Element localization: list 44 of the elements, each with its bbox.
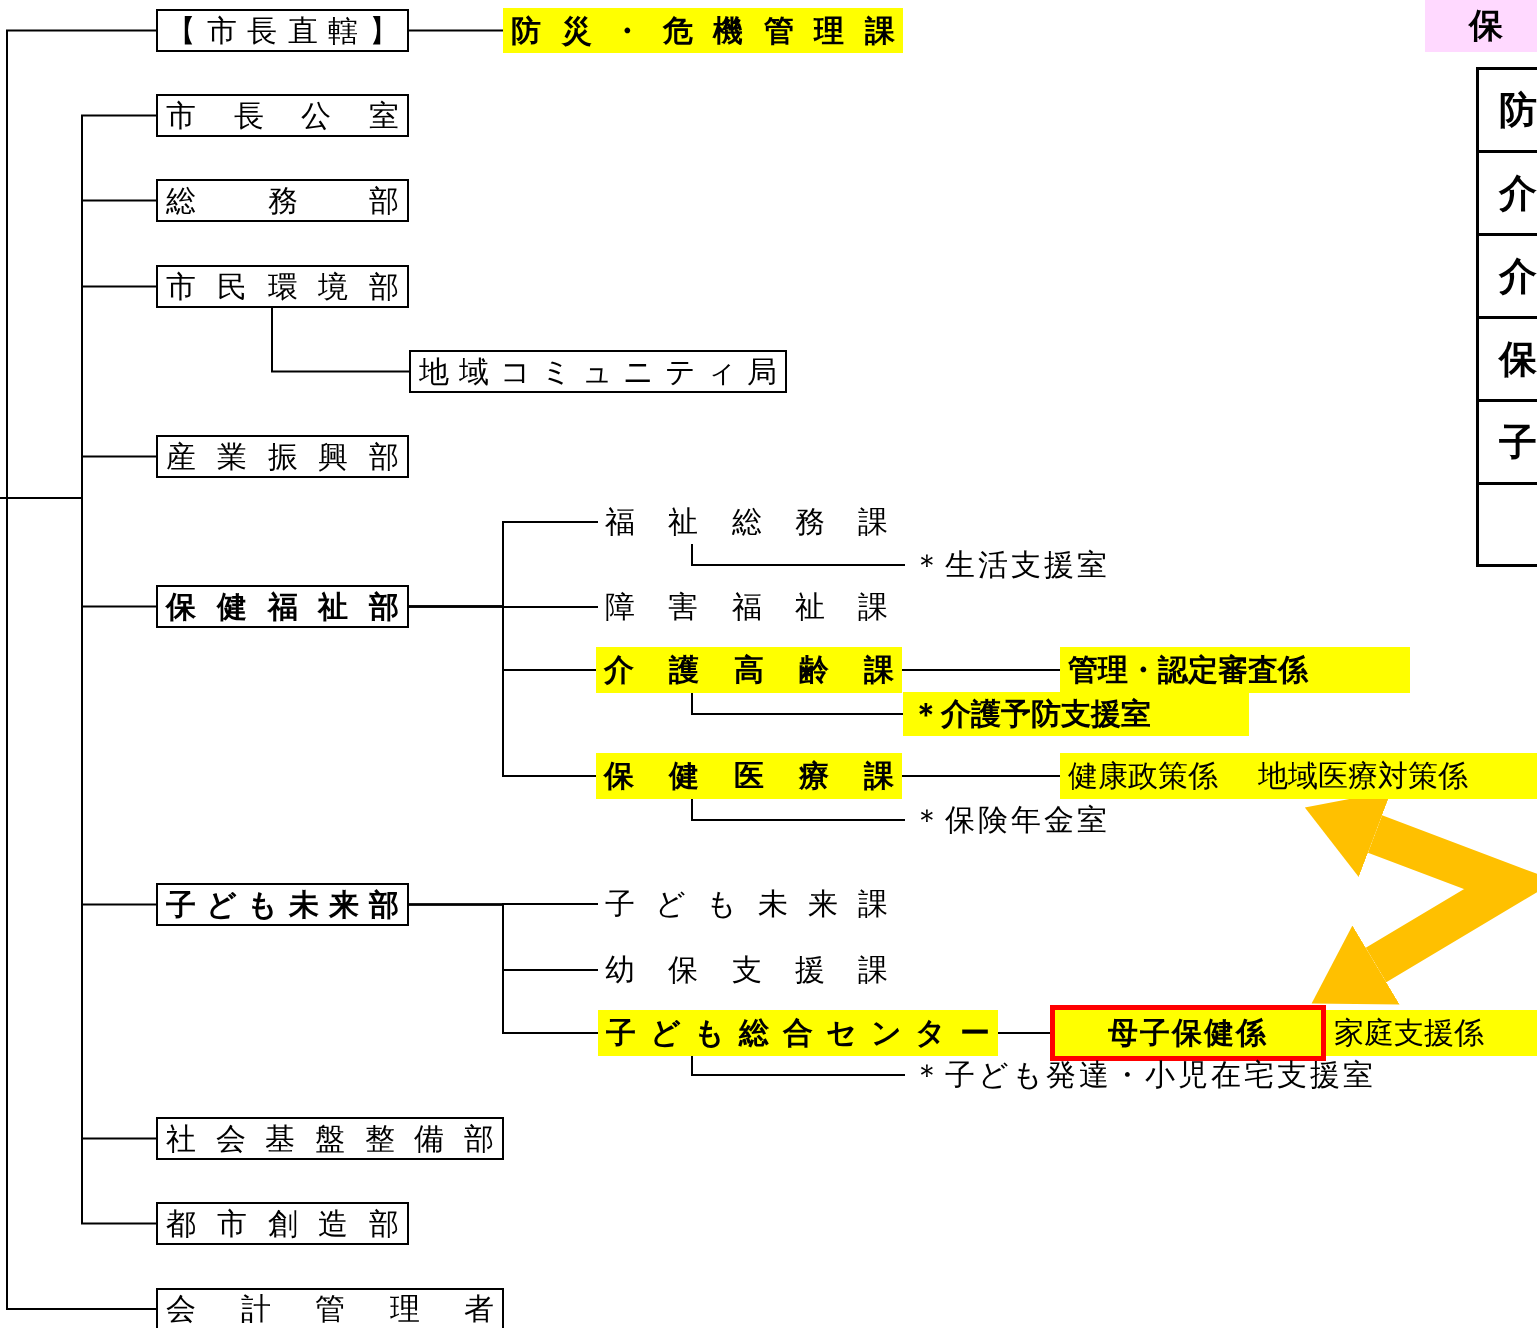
highlighted-section: 子ども総合センター	[598, 1010, 998, 1056]
connector-line	[691, 798, 906, 821]
department-box: 地域コミュニティ局	[409, 350, 787, 393]
table-cell: 介	[1476, 233, 1537, 316]
department-box: 社会基盤整備部	[156, 1117, 504, 1160]
highlight-band	[1060, 753, 1537, 799]
table-cell: 子	[1476, 399, 1537, 482]
department-box: 会計管理者	[156, 1288, 504, 1328]
highlighted-section: 管理・認定審査係	[1060, 647, 1410, 693]
connector-line	[408, 605, 597, 777]
connector-line	[408, 903, 599, 1034]
department-box: 総務部	[156, 179, 409, 222]
section-label: 幼保支援課	[598, 948, 898, 992]
connector-line	[997, 1032, 1051, 1034]
department-box: 市長公室	[156, 94, 409, 137]
connector-line	[691, 1055, 906, 1076]
section-label: 健康政策係	[1068, 761, 1218, 791]
connector-line	[901, 775, 1061, 777]
department-box: 産業振興部	[156, 435, 409, 478]
table-cell: 防	[1476, 67, 1537, 150]
section-label: 障害福祉課	[598, 585, 898, 629]
department-box: 都市創造部	[156, 1202, 409, 1245]
connector-line	[691, 543, 906, 566]
connector-line	[408, 29, 504, 32]
department-box: 子ども未来部	[156, 883, 409, 926]
header-banner: 保	[1425, 0, 1537, 52]
department-box: 【市長直轄】	[156, 9, 409, 52]
connector-line	[691, 692, 904, 715]
section-label: 子ども未来課	[598, 882, 898, 926]
highlighted-section: 防災・危機管理課	[503, 8, 903, 53]
connector-line	[271, 307, 410, 373]
section-label: ＊生活支援室	[905, 543, 1135, 587]
highlighted-section: 介護高齢課	[596, 647, 902, 693]
department-box: 保健福祉部	[156, 585, 409, 628]
table-cell: 介	[1476, 150, 1537, 233]
section-label: 地域医療対策係	[1258, 761, 1468, 791]
highlighted-section: 保健医療課	[596, 753, 902, 799]
table-cell: 保	[1476, 316, 1537, 399]
section-label: ＊保険年金室	[905, 798, 1135, 842]
section-label: 福祉総務課	[598, 500, 898, 544]
department-box: 市民環境部	[156, 265, 409, 308]
connector-line	[901, 669, 1061, 671]
highlighted-section: 家庭支援係	[1326, 1010, 1537, 1056]
highlighted-section: ＊介護予防支援室	[903, 692, 1249, 736]
